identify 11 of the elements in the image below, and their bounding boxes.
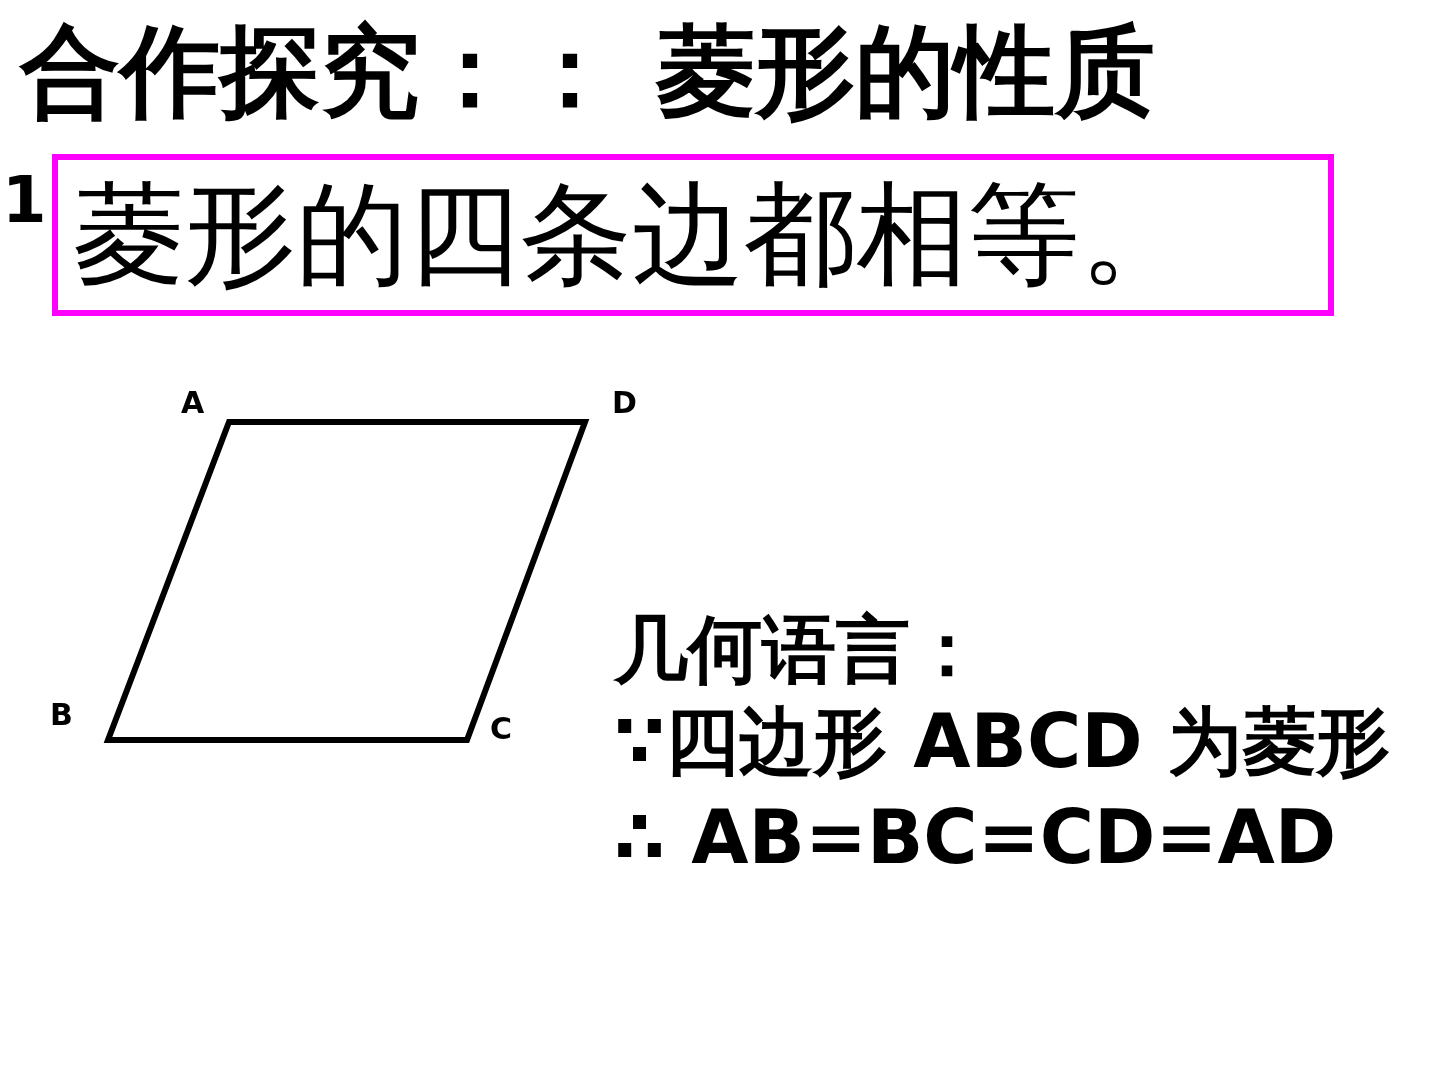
- vertex-label: C: [490, 714, 513, 744]
- highlight-box: [52, 154, 1334, 316]
- vertex-label: D: [612, 388, 637, 418]
- vertex-label: B: [50, 700, 73, 730]
- item-number: 1: [2, 168, 47, 232]
- statement-text: 菱形的四条边都相等。: [72, 178, 1192, 290]
- heading-text: 几何语言：: [614, 612, 984, 686]
- statement-text: ∵四边形 ABCD 为菱形: [614, 704, 1391, 778]
- vertex-label: A: [181, 388, 205, 418]
- conclusion-text: ∴ AB=BC=CD=AD: [614, 800, 1337, 874]
- slide-title: 合作探究：： 菱形的性质: [20, 22, 1155, 122]
